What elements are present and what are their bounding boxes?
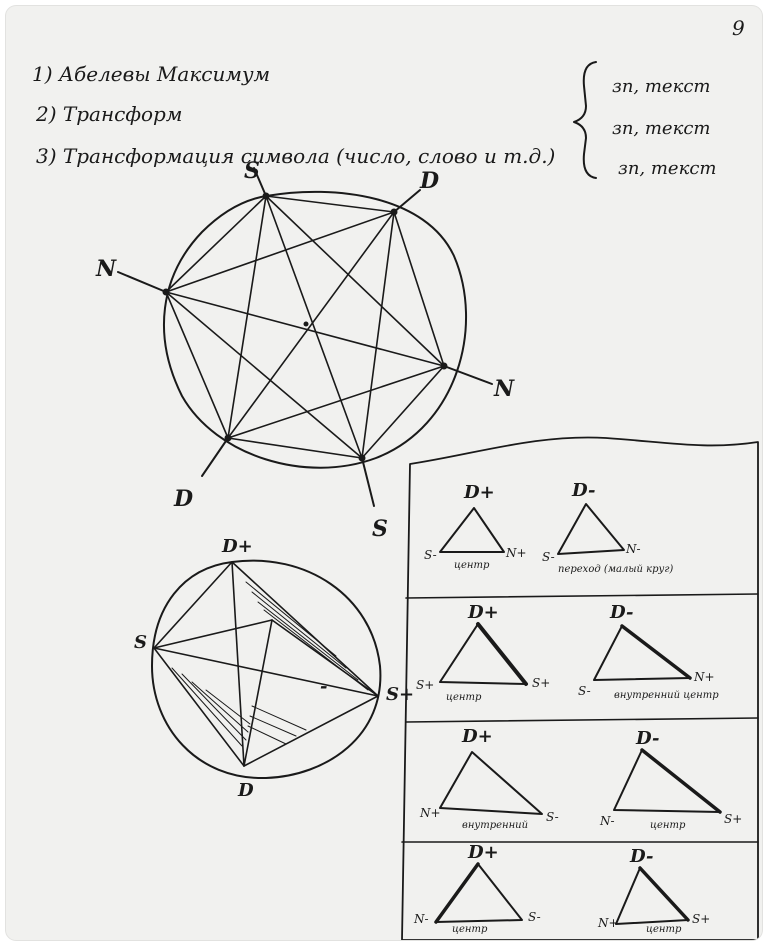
pole-label-d-bottom: D bbox=[174, 486, 193, 512]
panel2-left-top: D+ bbox=[468, 602, 499, 623]
panel1-right-base: переход (малый круг) bbox=[558, 564, 673, 575]
brace-note-1: зп, текст bbox=[612, 76, 710, 97]
triangle bbox=[594, 626, 690, 680]
panel2-right-top: D- bbox=[610, 602, 633, 623]
pole-label-n-left: N bbox=[96, 256, 116, 282]
notebook-page: 9 1) Абелевы Максимум 2) Трансформ 3) Тр… bbox=[6, 6, 762, 940]
list-item-2: 2) Трансформ bbox=[36, 102, 182, 126]
small-circle-lines bbox=[154, 562, 378, 766]
panel1-right-br: N- bbox=[626, 542, 641, 556]
axis-d-bottom bbox=[202, 438, 228, 476]
triangle bbox=[440, 508, 504, 552]
circle-chords bbox=[166, 196, 444, 458]
panel2-left-br: S+ bbox=[532, 676, 550, 690]
panel2-right-bl: S- bbox=[578, 684, 591, 698]
panel4-left-base: центр bbox=[452, 924, 487, 935]
panel3-left-bl: N+ bbox=[420, 806, 441, 820]
pole-label-s-bottom: S bbox=[372, 516, 388, 542]
panel4-left-br: S- bbox=[528, 910, 541, 924]
pole-label-n-right: N bbox=[494, 376, 514, 402]
circle2-label-top: D+ bbox=[222, 536, 253, 557]
hatched-region bbox=[172, 582, 368, 746]
list-item-1: 1) Абелевы Максимум bbox=[32, 62, 270, 86]
page-number: 9 bbox=[732, 16, 745, 40]
circle2-label-right: S+ bbox=[386, 684, 414, 705]
curly-brace bbox=[574, 62, 596, 178]
pole-label-d-top: D bbox=[420, 168, 439, 194]
panel3-right-br: S+ bbox=[724, 812, 742, 826]
panel4-right-base: центр bbox=[646, 924, 681, 935]
triangle bbox=[616, 868, 688, 924]
triangle bbox=[614, 750, 720, 812]
panel3-left-top: D+ bbox=[462, 726, 493, 747]
circle2-label-left: S bbox=[134, 632, 147, 653]
panel3-right-base: центр bbox=[650, 820, 685, 831]
brace-note-2: зп, текст bbox=[612, 118, 710, 139]
pole-label-s-top: S bbox=[244, 158, 260, 184]
panel2-left-bl: S+ bbox=[416, 678, 434, 692]
axis-d-top bbox=[394, 190, 420, 212]
list-item-3: 3) Трансформация символа (число, слово и… bbox=[36, 144, 555, 168]
panel2-right-base: внутренний центр bbox=[614, 690, 719, 701]
brace-note-3: зп, текст bbox=[618, 158, 716, 179]
panel3-left-base: внутренний bbox=[462, 820, 528, 831]
panel3-right-top: D- bbox=[636, 728, 659, 749]
panel1-left-base: центр bbox=[454, 560, 489, 571]
axis-s-bottom bbox=[362, 458, 374, 506]
circle2-label-bottom: D bbox=[238, 780, 254, 801]
panel4-right-br: S+ bbox=[692, 912, 710, 926]
panel1-right-bl: S- bbox=[542, 550, 555, 564]
panel1-left-top: D+ bbox=[464, 482, 495, 503]
panel4-right-top: D- bbox=[630, 846, 653, 867]
panel3-right-bl: N- bbox=[600, 814, 615, 828]
circle2-label-minus: - bbox=[320, 676, 327, 697]
panel2-left-base: центр bbox=[446, 692, 481, 703]
triangle bbox=[436, 864, 522, 922]
panel4-right-bl: N+ bbox=[598, 916, 619, 930]
panel1-left-br: N+ bbox=[506, 546, 527, 560]
triangle bbox=[558, 504, 624, 554]
axis-n-left bbox=[118, 272, 166, 292]
panel4-left-bl: N- bbox=[414, 912, 429, 926]
panel1-left-bl: S- bbox=[424, 548, 437, 562]
panel1-right-top: D- bbox=[572, 480, 595, 501]
panel3-left-br: S- bbox=[546, 810, 559, 824]
triangle bbox=[440, 752, 542, 814]
axis-n-right bbox=[444, 366, 492, 384]
panel4-left-top: D+ bbox=[468, 842, 499, 863]
panel2-right-br: N+ bbox=[694, 670, 715, 684]
